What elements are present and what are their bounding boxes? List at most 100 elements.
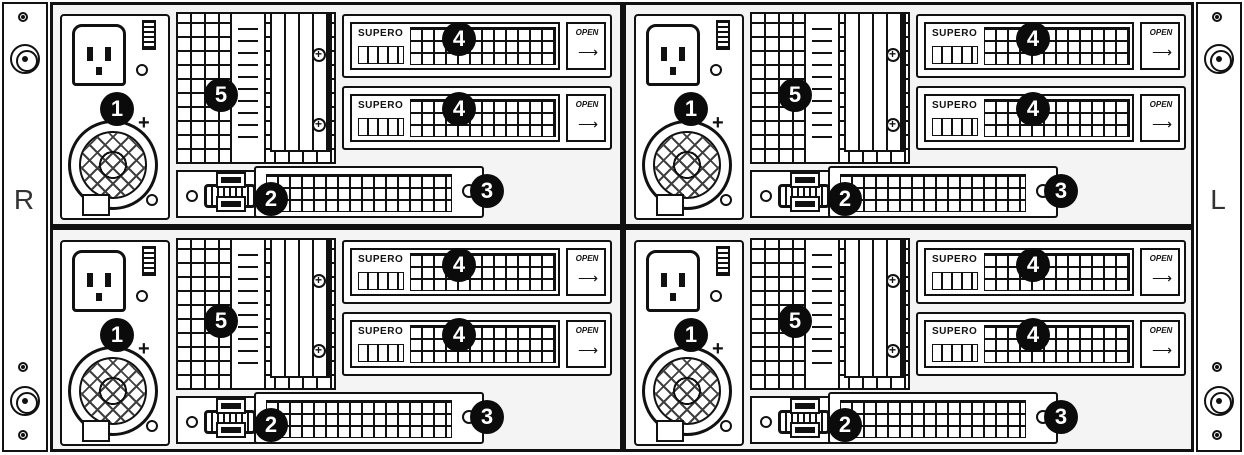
psu-handle-icon[interactable] bbox=[142, 20, 156, 50]
psu-handle-icon[interactable] bbox=[716, 20, 730, 50]
psu-status-led-icon bbox=[710, 290, 722, 302]
expansion-slot[interactable] bbox=[828, 166, 1058, 218]
arrow-right-icon: ⟶ bbox=[1152, 116, 1173, 132]
thumbscrew-icon bbox=[10, 44, 40, 74]
drive-vent-grille bbox=[410, 253, 556, 291]
drive-vent-grille bbox=[410, 99, 556, 137]
drive-release-latch[interactable]: OPEN ⟶ bbox=[566, 22, 606, 70]
riser-screw-icon[interactable] bbox=[312, 273, 326, 288]
drive-release-latch[interactable]: OPEN ⟶ bbox=[1140, 248, 1180, 296]
drive-open-label: OPEN bbox=[1149, 100, 1173, 109]
ear-screw-icon bbox=[1212, 12, 1222, 22]
left-rack-ear: R bbox=[2, 2, 48, 452]
arrow-right-icon: ⟶ bbox=[1152, 342, 1173, 358]
drive-release-latch[interactable]: OPEN ⟶ bbox=[1140, 94, 1180, 142]
arrow-right-icon: ⟶ bbox=[578, 44, 599, 60]
psu-status-led-icon bbox=[136, 290, 148, 302]
drive-bay[interactable]: SUPERO OPEN ⟶ bbox=[342, 240, 612, 304]
callout-2: 2 bbox=[828, 182, 862, 216]
plus-icon: + bbox=[712, 338, 724, 360]
arrow-right-icon: ⟶ bbox=[1152, 270, 1173, 286]
drive-release-latch[interactable]: OPEN ⟶ bbox=[1140, 320, 1180, 368]
psu-release-latch[interactable] bbox=[656, 194, 684, 216]
psu-release-latch[interactable] bbox=[82, 194, 110, 216]
ear-screw-icon bbox=[18, 12, 28, 22]
riser-screw-icon[interactable] bbox=[886, 343, 900, 358]
fan-icon bbox=[642, 120, 732, 210]
drive-bay[interactable]: SUPERO OPEN ⟶ bbox=[916, 240, 1186, 304]
usb-port-icon[interactable] bbox=[790, 196, 820, 212]
screw-icon bbox=[146, 194, 158, 206]
expansion-slot[interactable] bbox=[254, 166, 484, 218]
power-inlet-icon[interactable] bbox=[646, 24, 700, 86]
power-supply-module[interactable]: + bbox=[634, 14, 744, 220]
drive-bay[interactable]: SUPERO OPEN ⟶ bbox=[342, 312, 612, 376]
drive-bay[interactable]: SUPERO OPEN ⟶ bbox=[916, 86, 1186, 150]
expansion-slot[interactable] bbox=[828, 392, 1058, 444]
drive-bay[interactable]: SUPERO OPEN ⟶ bbox=[916, 312, 1186, 376]
ear-screw-icon bbox=[1212, 430, 1222, 440]
callout-5: 5 bbox=[778, 78, 812, 112]
usb-port-icon[interactable] bbox=[216, 422, 246, 438]
node-divider-horizontal bbox=[50, 224, 1194, 230]
power-inlet-icon[interactable] bbox=[72, 250, 126, 312]
psu-release-latch[interactable] bbox=[656, 420, 684, 442]
usb-port-icon[interactable] bbox=[216, 196, 246, 212]
rear-side-label-r: R bbox=[13, 184, 35, 215]
screw-icon bbox=[720, 420, 732, 432]
power-inlet-icon[interactable] bbox=[646, 250, 700, 312]
usb-port-icon[interactable] bbox=[216, 398, 246, 414]
psu-status-led-icon bbox=[136, 64, 148, 76]
screw-icon bbox=[186, 416, 198, 428]
drive-open-label: OPEN bbox=[575, 100, 599, 109]
thumbscrew-icon bbox=[1204, 44, 1234, 74]
riser-screw-icon[interactable] bbox=[312, 343, 326, 358]
fan-icon bbox=[642, 346, 732, 436]
server-node-bottom-left: + SUPERO OPEN ⟶ bbox=[54, 232, 620, 450]
psu-release-latch[interactable] bbox=[82, 420, 110, 442]
callout-5: 5 bbox=[204, 304, 238, 338]
drive-brand-label: SUPERO bbox=[932, 100, 978, 111]
drive-bay[interactable]: SUPERO OPEN ⟶ bbox=[342, 86, 612, 150]
callout-4: 4 bbox=[442, 248, 476, 282]
riser-screw-icon[interactable] bbox=[886, 273, 900, 288]
expansion-slot[interactable] bbox=[254, 392, 484, 444]
callout-2: 2 bbox=[828, 408, 862, 442]
psu-handle-icon[interactable] bbox=[716, 246, 730, 276]
drive-bay[interactable]: SUPERO OPEN ⟶ bbox=[342, 14, 612, 78]
drive-bay[interactable]: SUPERO OPEN ⟶ bbox=[916, 14, 1186, 78]
drive-brand-label: SUPERO bbox=[932, 28, 978, 39]
callout-2: 2 bbox=[254, 408, 288, 442]
arrow-right-icon: ⟶ bbox=[578, 342, 599, 358]
drive-open-label: OPEN bbox=[1149, 254, 1173, 263]
usb-port-icon[interactable] bbox=[216, 172, 246, 188]
usb-port-icon[interactable] bbox=[790, 172, 820, 188]
drive-vent-grille bbox=[984, 99, 1130, 137]
drive-release-latch[interactable]: OPEN ⟶ bbox=[1140, 22, 1180, 70]
drive-vent-grille bbox=[410, 325, 556, 363]
drive-brand-label: SUPERO bbox=[358, 28, 404, 39]
drive-release-latch[interactable]: OPEN ⟶ bbox=[566, 94, 606, 142]
drive-release-latch[interactable]: OPEN ⟶ bbox=[566, 320, 606, 368]
power-supply-module[interactable]: + bbox=[634, 240, 744, 446]
drive-carrier: SUPERO bbox=[924, 22, 1134, 70]
psu-handle-icon[interactable] bbox=[142, 246, 156, 276]
right-rack-ear: L bbox=[1196, 2, 1242, 452]
drive-open-label: OPEN bbox=[1149, 28, 1173, 37]
drive-led-strip bbox=[358, 344, 404, 362]
riser-screw-icon[interactable] bbox=[312, 117, 326, 132]
usb-port-icon[interactable] bbox=[790, 398, 820, 414]
drive-open-label: OPEN bbox=[1149, 326, 1173, 335]
callout-1: 1 bbox=[674, 92, 708, 126]
riser-screw-icon[interactable] bbox=[312, 47, 326, 62]
drive-carrier: SUPERO bbox=[350, 248, 560, 296]
arrow-right-icon: ⟶ bbox=[1152, 44, 1173, 60]
usb-port-icon[interactable] bbox=[790, 422, 820, 438]
drive-led-strip bbox=[358, 272, 404, 290]
drive-release-latch[interactable]: OPEN ⟶ bbox=[566, 248, 606, 296]
ear-screw-icon bbox=[18, 362, 28, 372]
riser-screw-icon[interactable] bbox=[886, 47, 900, 62]
power-inlet-icon[interactable] bbox=[72, 24, 126, 86]
riser-screw-icon[interactable] bbox=[886, 117, 900, 132]
